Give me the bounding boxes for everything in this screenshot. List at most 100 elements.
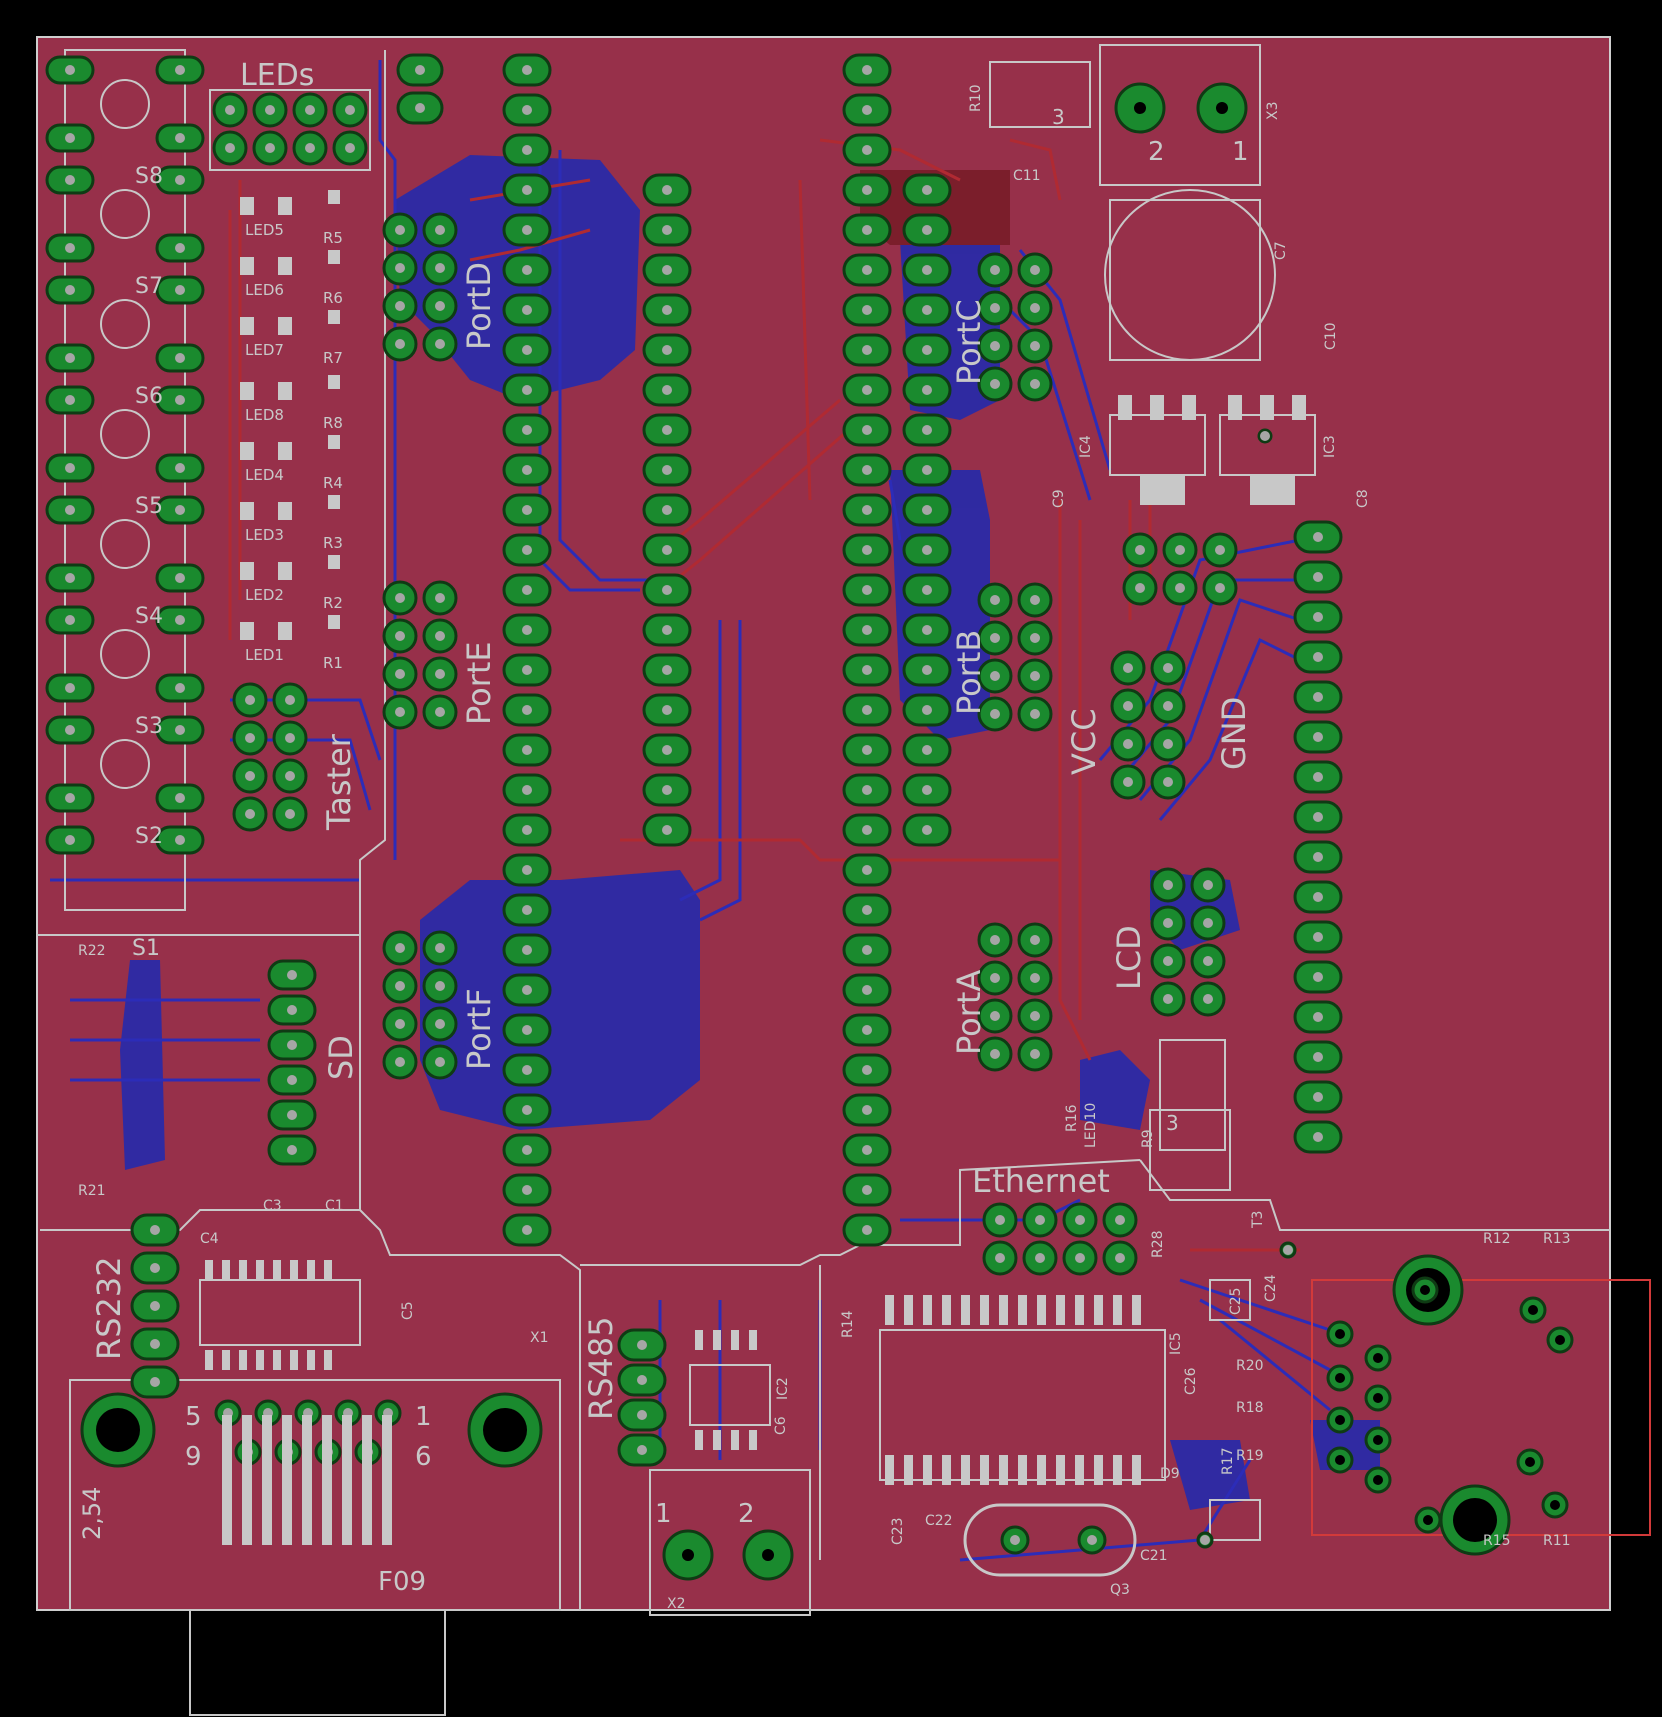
- label-c10: C10: [1323, 322, 1339, 350]
- via: [1279, 1241, 1297, 1259]
- led-header-pad: [252, 130, 288, 166]
- portc-pad: [977, 290, 1013, 326]
- led-pad: [278, 502, 292, 520]
- portb-pad: [1017, 658, 1053, 694]
- taster-pad: [272, 796, 308, 832]
- ic-pin: [273, 1260, 281, 1280]
- ic-pin: [980, 1455, 989, 1485]
- header-pad: [902, 453, 952, 487]
- rj45-pin-pad: [1364, 1426, 1392, 1454]
- label-c25: C25: [1228, 1287, 1244, 1315]
- power-pad: [1122, 570, 1158, 606]
- label-lcd: LCD: [1110, 925, 1148, 990]
- crystal-pad: [1077, 1525, 1107, 1555]
- portd-pad: [422, 212, 458, 248]
- switch-pad: [155, 343, 205, 373]
- label-rs485: RS485: [582, 1316, 620, 1420]
- db9-mount-hole: [80, 1392, 156, 1468]
- header-pad: [842, 973, 892, 1007]
- portf-pad: [382, 968, 418, 1004]
- led-labels: LED5LED6LED7LED8LED4LED3LED2LED1R5R6R7R8…: [245, 221, 343, 672]
- header-pad: [642, 413, 692, 447]
- label-c6: C6: [773, 1416, 789, 1435]
- portf-pad: [422, 1044, 458, 1080]
- porta-pad: [1017, 960, 1053, 996]
- header-pad: [502, 1133, 552, 1167]
- header-pad: [502, 413, 552, 447]
- lcd-header-pad: [1293, 600, 1343, 634]
- header-pad: [902, 773, 952, 807]
- header-pad: [502, 1053, 552, 1087]
- resistor-label: R4: [323, 474, 343, 492]
- label-dim: 2,54: [78, 1487, 106, 1540]
- led-pad: [278, 562, 292, 580]
- taster-pad: [232, 758, 268, 794]
- switch-pad: [45, 123, 95, 153]
- header-pad: [842, 773, 892, 807]
- ic-pin: [1113, 1295, 1122, 1325]
- power-pad: [1122, 532, 1158, 568]
- led-header-pad: [292, 130, 328, 166]
- ic-pin: [942, 1295, 951, 1325]
- switch-pad: [45, 563, 95, 593]
- resistor-label: R1: [323, 654, 343, 672]
- header-pad: [842, 173, 892, 207]
- switch-label: S8: [135, 164, 163, 189]
- label-sd: SD: [322, 1035, 360, 1080]
- led-label: LED2: [245, 586, 284, 604]
- portb-pad: [977, 696, 1013, 732]
- ic-pin: [923, 1295, 932, 1325]
- ic-pin: [980, 1295, 989, 1325]
- switch-body: [100, 189, 150, 239]
- header-pad: [902, 293, 952, 327]
- ethernet-pad: [1062, 1240, 1098, 1276]
- taster-pad: [232, 720, 268, 756]
- x3-screw-pad: [1114, 82, 1166, 134]
- resistor-pad: [328, 250, 340, 264]
- label-r10: R10: [968, 84, 984, 112]
- label-r18: R18: [1236, 1400, 1264, 1416]
- header-pad: [502, 613, 552, 647]
- power-pad: [1202, 532, 1238, 568]
- header-pad: [642, 453, 692, 487]
- header-pad: [842, 853, 892, 887]
- label-r15: R15: [1483, 1533, 1511, 1549]
- switch-pad: [45, 783, 95, 813]
- switch-pad: [45, 233, 95, 263]
- db9-finger: [282, 1415, 292, 1545]
- lcd-pad: [1150, 905, 1186, 941]
- porta-pad: [977, 998, 1013, 1034]
- portf-pad: [422, 1006, 458, 1042]
- header-pad: [902, 653, 952, 687]
- header-pad: [502, 893, 552, 927]
- porta-pad: [977, 960, 1013, 996]
- pads: [45, 53, 1574, 1581]
- ethernet-pad: [982, 1240, 1018, 1276]
- led-pad: [278, 382, 292, 400]
- porte-pad: [422, 580, 458, 616]
- porte-pad: [422, 618, 458, 654]
- ethernet-pad: [1062, 1202, 1098, 1238]
- lcd-header-pad: [1293, 1080, 1343, 1114]
- label-r28: R28: [1150, 1230, 1166, 1258]
- header-pad: [502, 693, 552, 727]
- ic-pin: [731, 1330, 739, 1350]
- switch-pad: [45, 715, 95, 745]
- vcc-gnd-pad: [1110, 688, 1146, 724]
- portb-pad: [1017, 696, 1053, 732]
- header-pad: [902, 533, 952, 567]
- label-r17: R17: [1220, 1447, 1236, 1475]
- rs485-pad: [617, 1433, 667, 1467]
- portb-pad: [1017, 582, 1053, 618]
- lcd-pad: [1150, 867, 1186, 903]
- led-pad: [278, 622, 292, 640]
- x3-screw-pad: [1196, 82, 1248, 134]
- ic-pin: [1113, 1455, 1122, 1485]
- ic-pin: [222, 1260, 230, 1280]
- sd-pad: [267, 959, 317, 991]
- header-pad: [902, 373, 952, 407]
- switch-pad: [155, 673, 205, 703]
- header-pad: [502, 373, 552, 407]
- ic-pin: [885, 1455, 894, 1485]
- rj45-pin-pad: [1519, 1296, 1547, 1324]
